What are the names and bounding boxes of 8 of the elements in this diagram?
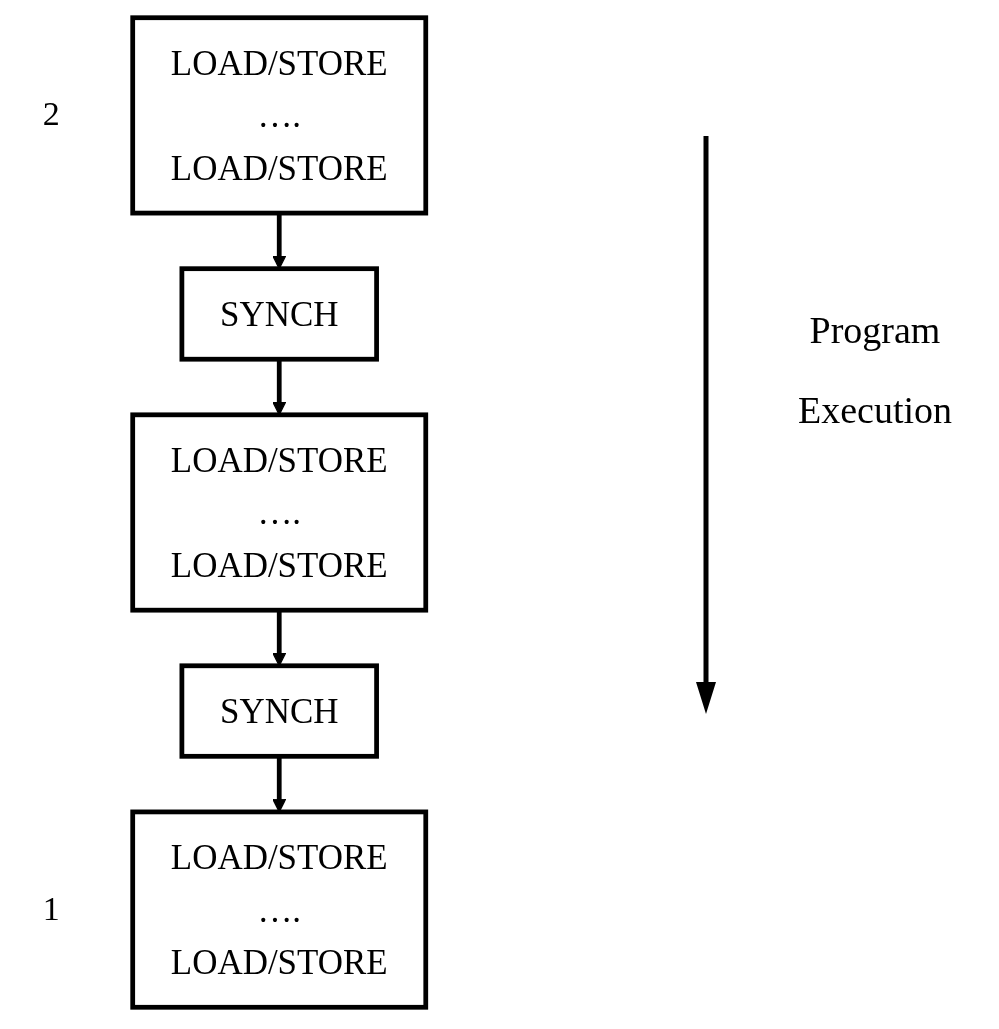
- node-box: SYNCH: [179, 663, 379, 759]
- node-box: LOAD/STORE …. LOAD/STORE: [130, 15, 429, 216]
- side-number: 1: [42, 889, 60, 928]
- node-box: LOAD/STORE …. LOAD/STORE: [130, 412, 429, 613]
- direction-label: Program Execution: [796, 308, 954, 433]
- node-box: SYNCH: [179, 266, 379, 362]
- side-number: 2: [42, 95, 60, 134]
- node-box: LOAD/STORE …. LOAD/STORE: [130, 809, 429, 1010]
